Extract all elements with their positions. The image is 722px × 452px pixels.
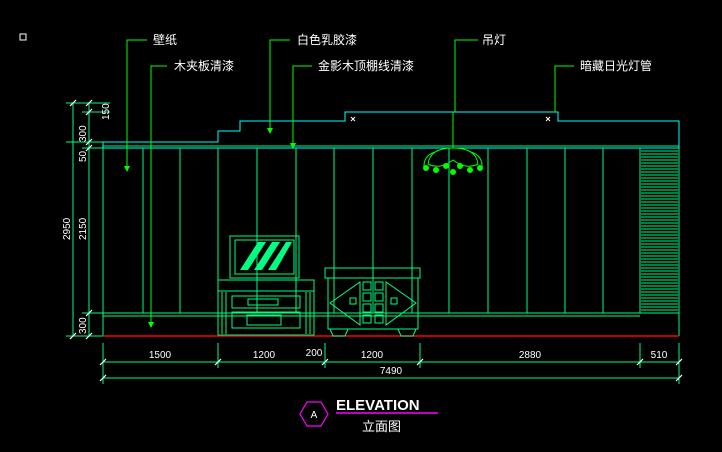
- corner-marker: [19, 33, 27, 41]
- ceiling-outline: [102, 111, 680, 149]
- dim-200: 200: [306, 348, 323, 359]
- dim-1200-b: 1200: [361, 350, 384, 361]
- title-marker-letter: A: [311, 410, 318, 421]
- callout-chandelier: 吊灯: [482, 33, 506, 47]
- title-elevation: ELEVATION: [336, 397, 420, 414]
- dim-2150: 2150: [78, 217, 89, 240]
- dim-300-top: 300: [78, 125, 89, 142]
- callout-leaders: [126, 39, 574, 324]
- dim-150: 150: [101, 103, 112, 120]
- title-subtitle: 立面图: [362, 420, 401, 435]
- wall-outline: [102, 148, 680, 336]
- callout-ceiling-lines: 金影木顶棚线清漆: [318, 58, 414, 73]
- callout-plywood: 木夹板清漆: [174, 59, 234, 73]
- dim-510: 510: [651, 350, 668, 361]
- dim-1200-a: 1200: [253, 350, 276, 361]
- dim-total: 7490: [380, 366, 403, 377]
- dim-50: 50: [78, 150, 89, 162]
- tv-set: [229, 235, 300, 279]
- wall-panel-lines: [142, 148, 641, 313]
- callout-fluorescent: 暗藏日光灯管: [580, 58, 652, 73]
- horizontal-dimension-lines: [102, 343, 680, 384]
- callout-wallpaper: 壁纸: [153, 32, 177, 47]
- striped-panel: [641, 150, 678, 311]
- vertical-dimension-ticks: [69, 99, 93, 340]
- dim-2950: 2950: [62, 217, 73, 240]
- sideboard-cabinet: [324, 267, 421, 337]
- callout-latex-paint: 白色乳胶漆: [297, 32, 357, 47]
- horizontal-dimension-ticks: [99, 358, 683, 382]
- leader-arrows: [124, 128, 296, 328]
- dim-300-bottom: 300: [78, 317, 89, 334]
- dim-2880: 2880: [519, 350, 542, 361]
- dim-1500: 1500: [149, 350, 172, 361]
- tv-cabinet: [217, 279, 315, 336]
- title-marker: A: [299, 401, 329, 427]
- concealed-light-marks: [350, 116, 551, 122]
- chandelier: [423, 112, 483, 175]
